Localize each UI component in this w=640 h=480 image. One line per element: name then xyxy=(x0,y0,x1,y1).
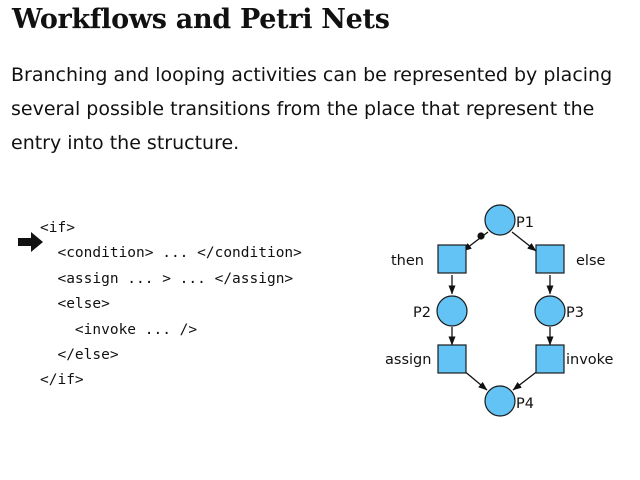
code-line: <else> xyxy=(40,296,110,313)
arc-p1-else xyxy=(511,231,537,252)
code-line: <condition> ... </condition> xyxy=(40,245,302,262)
place-p2 xyxy=(436,295,468,327)
slide-title: Workflows and Petri Nets xyxy=(12,4,390,35)
transition-then xyxy=(437,244,467,274)
code-line: <if> xyxy=(40,220,75,236)
code-block: <if> <condition> ... </condition> <assig… xyxy=(40,216,302,394)
place-label-p2: P2 xyxy=(413,305,431,321)
transition-invoke xyxy=(535,344,565,374)
code-line: </if> xyxy=(40,372,84,389)
place-p3 xyxy=(534,295,566,327)
place-p4 xyxy=(484,385,516,417)
arc-assign-p4 xyxy=(462,369,488,391)
arc-start-dot xyxy=(477,232,485,240)
right-arrow-icon xyxy=(18,232,43,252)
transition-assign xyxy=(437,344,467,374)
code-line: </else> xyxy=(40,346,119,363)
transition-else xyxy=(535,244,565,274)
transition-label-then: then xyxy=(391,253,424,269)
code-line: <assign ... > ... </assign> xyxy=(40,270,294,287)
arc-invoke-p4 xyxy=(512,369,540,391)
transition-label-else: else xyxy=(576,253,606,269)
place-label-p4: P4 xyxy=(516,396,534,412)
place-label-p1: P1 xyxy=(516,215,534,231)
transition-label-invoke: invoke xyxy=(566,352,614,368)
place-label-p3: P3 xyxy=(566,305,584,321)
code-line: <invoke ... /> xyxy=(40,321,198,338)
place-p1 xyxy=(484,204,516,236)
slide-body-text: Branching and looping activities can be … xyxy=(11,64,613,154)
transition-label-assign: assign xyxy=(385,352,431,368)
